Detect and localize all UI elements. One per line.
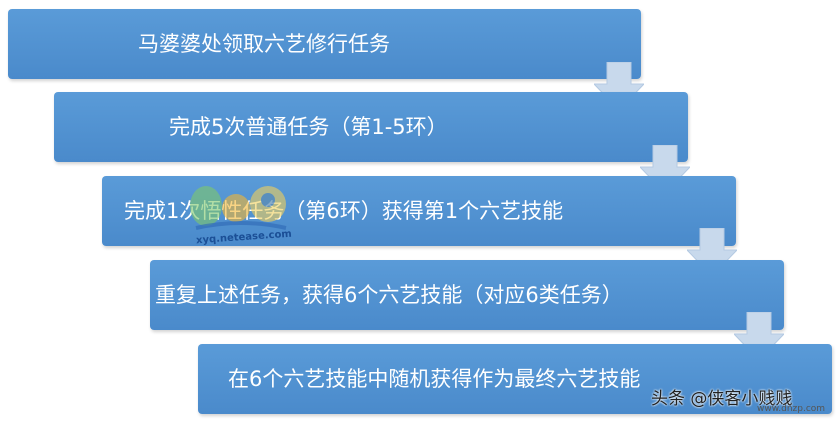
step-5-label: 在6个六艺技能中随机获得作为最终六艺技能 [228,367,641,391]
step-1-box: 马婆婆处领取六艺修行任务 [8,9,641,79]
step-5-box: 在6个六艺技能中随机获得作为最终六艺技能 [198,344,832,414]
footer-author: 头条 @侠客小贱贱 [651,389,793,409]
step-1-label: 马婆婆处领取六艺修行任务 [138,32,390,56]
step-2-label: 完成5次普通任务（第1-5环） [169,115,448,139]
footer-site: www.dnzp.com [757,404,826,414]
step-2-box: 完成5次普通任务（第1-5环） [54,92,688,162]
game-logo-watermark [190,186,287,230]
step-4-label: 重复上述任务，获得6个六艺技能（对应6类任务） [155,283,623,307]
step-4-box: 重复上述任务，获得6个六艺技能（对应6类任务） [150,260,784,330]
